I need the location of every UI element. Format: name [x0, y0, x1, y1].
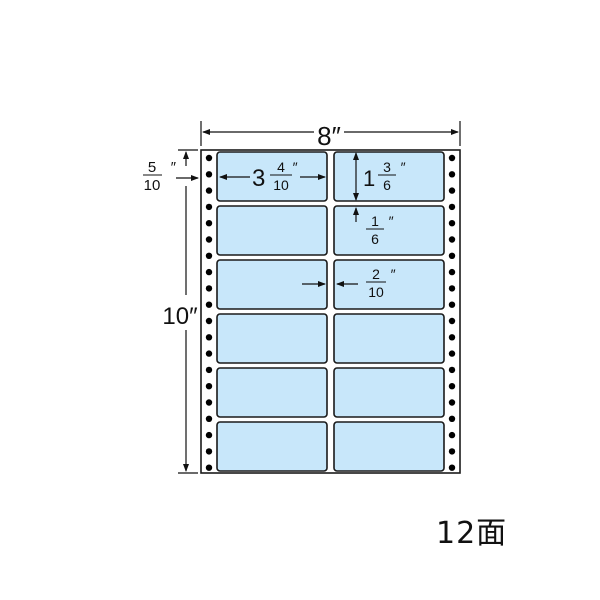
- label-cell: [216, 313, 328, 364]
- row-gap-unit: ″: [388, 213, 394, 229]
- tractor-hole-icon: [205, 415, 213, 422]
- tractor-hole-icon: [205, 301, 213, 308]
- label-grid: [216, 151, 445, 472]
- sheet-height-label: 10″: [162, 303, 198, 330]
- tractor-hole-icon: [205, 383, 213, 390]
- row-gap-dimension: 1 6 ″: [353, 207, 394, 247]
- tractor-hole-icon: [205, 350, 213, 357]
- tractor-hole-icon: [205, 399, 213, 406]
- tractor-hole-icon: [205, 154, 213, 162]
- tractor-hole-icon: [205, 317, 213, 325]
- label-cell: [333, 205, 445, 256]
- tractor-hole-icon: [448, 171, 456, 178]
- tractor-hole-icon: [205, 334, 213, 341]
- label-width-unit: ″: [292, 159, 298, 175]
- tractor-hole-icon: [448, 431, 456, 439]
- sheet-width-label: 8″: [317, 121, 341, 151]
- label-width-dimension: 3 4 10 ″: [219, 159, 326, 193]
- tractor-hole-icon: [448, 203, 456, 211]
- top-margin-unit: ″: [170, 159, 176, 176]
- tractor-holes-left: [205, 154, 213, 471]
- column-gap-denominator: 10: [368, 284, 384, 300]
- tractor-hole-icon: [448, 268, 456, 276]
- sheet-height-dimension: 10″: [162, 149, 198, 474]
- label-width-numerator: 4: [277, 159, 285, 175]
- tractor-hole-icon: [448, 252, 456, 259]
- tractor-hole-icon: [448, 334, 456, 341]
- tractor-hole-icon: [448, 464, 456, 471]
- label-height-denominator: 6: [383, 177, 391, 193]
- tractor-hole-icon: [448, 383, 456, 390]
- column-gap-dimension: 2 10 ″: [302, 266, 396, 300]
- tractor-holes-right: [448, 154, 456, 471]
- top-margin-denominator: 10: [144, 177, 161, 194]
- label-height-numerator: 3: [383, 159, 391, 175]
- label-height-unit: ″: [400, 159, 406, 175]
- tractor-hole-icon: [448, 350, 456, 357]
- label-width-denominator: 10: [273, 177, 289, 193]
- tractor-hole-icon: [448, 236, 456, 243]
- tractor-hole-icon: [448, 366, 456, 374]
- column-gap-unit: ″: [390, 266, 396, 282]
- tractor-hole-icon: [205, 285, 213, 292]
- label-cell: [333, 313, 445, 364]
- tractor-hole-icon: [205, 431, 213, 439]
- tractor-hole-icon: [448, 187, 456, 194]
- label-cell: [333, 367, 445, 418]
- top-margin-dimension: 5 10 ″: [143, 151, 199, 194]
- tractor-hole-icon: [205, 366, 213, 374]
- tractor-hole-icon: [205, 203, 213, 211]
- sheet-outline: [200, 149, 461, 474]
- tractor-hole-icon: [205, 252, 213, 259]
- tractor-hole-icon: [205, 268, 213, 276]
- tractor-hole-icon: [448, 301, 456, 308]
- face-count-label: 12面: [436, 516, 508, 551]
- tractor-hole-icon: [205, 187, 213, 194]
- tractor-hole-icon: [448, 399, 456, 406]
- tractor-hole-icon: [448, 285, 456, 292]
- column-gap-numerator: 2: [372, 266, 380, 282]
- label-cell: [216, 259, 328, 310]
- label-cell: [333, 151, 445, 202]
- tractor-hole-icon: [448, 220, 456, 227]
- tractor-hole-icon: [205, 464, 213, 471]
- label-cell: [216, 421, 328, 472]
- tractor-hole-icon: [448, 317, 456, 325]
- label-width-whole: 3: [252, 165, 265, 192]
- tractor-hole-icon: [205, 448, 213, 455]
- row-gap-numerator: 1: [371, 213, 379, 229]
- tractor-hole-icon: [448, 415, 456, 422]
- label-height-whole: 1: [363, 166, 375, 191]
- tractor-hole-icon: [205, 236, 213, 243]
- row-gap-denominator: 6: [371, 231, 379, 247]
- tractor-hole-icon: [448, 154, 456, 162]
- tractor-hole-icon: [205, 171, 213, 178]
- label-cell: [216, 367, 328, 418]
- tractor-hole-icon: [448, 448, 456, 455]
- sheet-width-dimension: 8″: [200, 121, 461, 151]
- top-margin-numerator: 5: [148, 159, 156, 176]
- tractor-hole-icon: [205, 220, 213, 227]
- label-cell: [216, 205, 328, 256]
- label-cell: [333, 421, 445, 472]
- label-cell: [216, 151, 328, 202]
- label-cell: [333, 259, 445, 310]
- label-height-dimension: 1 3 6 ″: [353, 152, 406, 201]
